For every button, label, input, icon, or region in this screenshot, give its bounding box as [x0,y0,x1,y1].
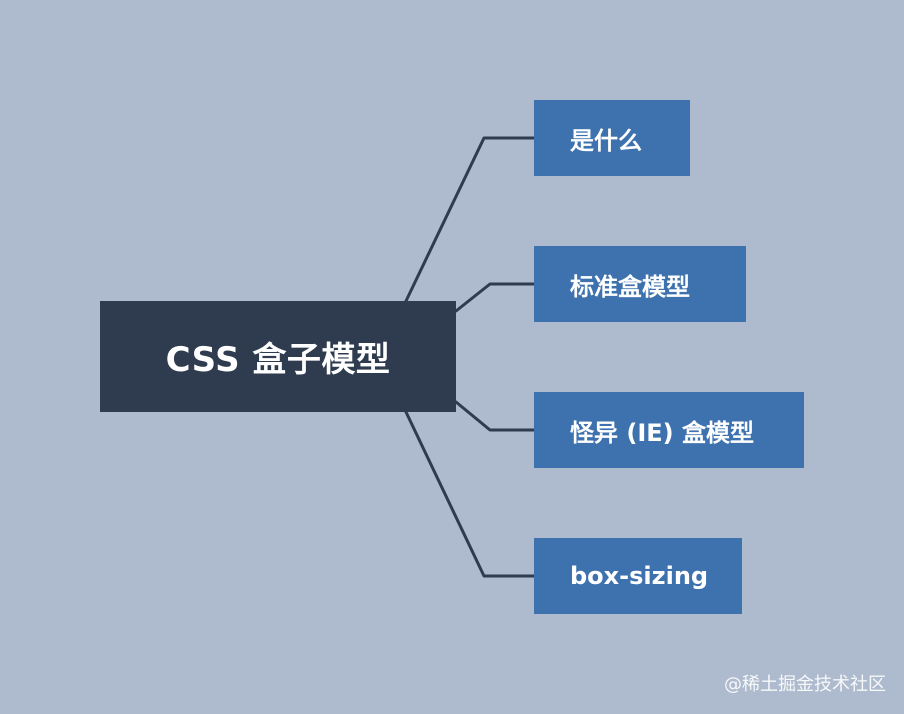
connector-line-box-sizing [404,410,536,578]
child-node-label: 是什么 [570,126,642,155]
root-node-label: CSS 盒子模型 [165,340,391,380]
child-node-quirks-box-model: 怪异 (IE) 盒模型 [534,392,804,468]
root-node-css-box-model: CSS 盒子模型 [100,301,456,412]
connector-line-quirks-box [454,400,536,432]
child-node-standard-box-model: 标准盒模型 [534,246,746,322]
connector-line-standard-box [454,282,536,313]
child-node-label: 怪异 (IE) 盒模型 [570,418,754,447]
child-node-what-is: 是什么 [534,100,690,176]
watermark-text: @稀土掘金技术社区 [724,674,886,695]
child-node-label: 标准盒模型 [570,272,690,301]
child-node-box-sizing: box-sizing [534,538,742,614]
child-node-label: box-sizing [570,562,709,590]
connector-line-what-is [404,136,536,303]
